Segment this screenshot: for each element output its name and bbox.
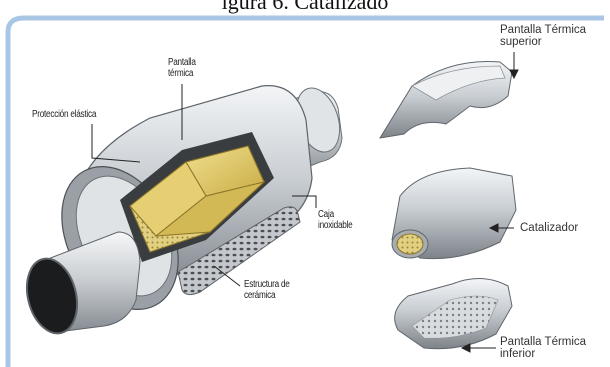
label-caja-inoxidable: Caja inoxidable bbox=[318, 210, 352, 231]
label-pantalla-inferior: Pantalla Térmica inferior bbox=[500, 336, 586, 360]
upper-heat-shield bbox=[380, 62, 512, 139]
catalyst-unit bbox=[392, 168, 516, 259]
converter-cutaway bbox=[20, 82, 348, 338]
label-proteccion-elastica: Protección elástica bbox=[32, 110, 96, 121]
label-estructura-ceramica: Estructura de cerámica bbox=[244, 280, 290, 301]
label-pantalla-termica: Pantalla térmica bbox=[168, 58, 196, 79]
label-pantalla-superior: Pantalla Térmica superior bbox=[500, 24, 586, 48]
lower-heat-shield bbox=[395, 278, 512, 348]
catalyst-core-icon bbox=[397, 234, 423, 254]
label-catalizador: Catalizador bbox=[520, 222, 578, 234]
